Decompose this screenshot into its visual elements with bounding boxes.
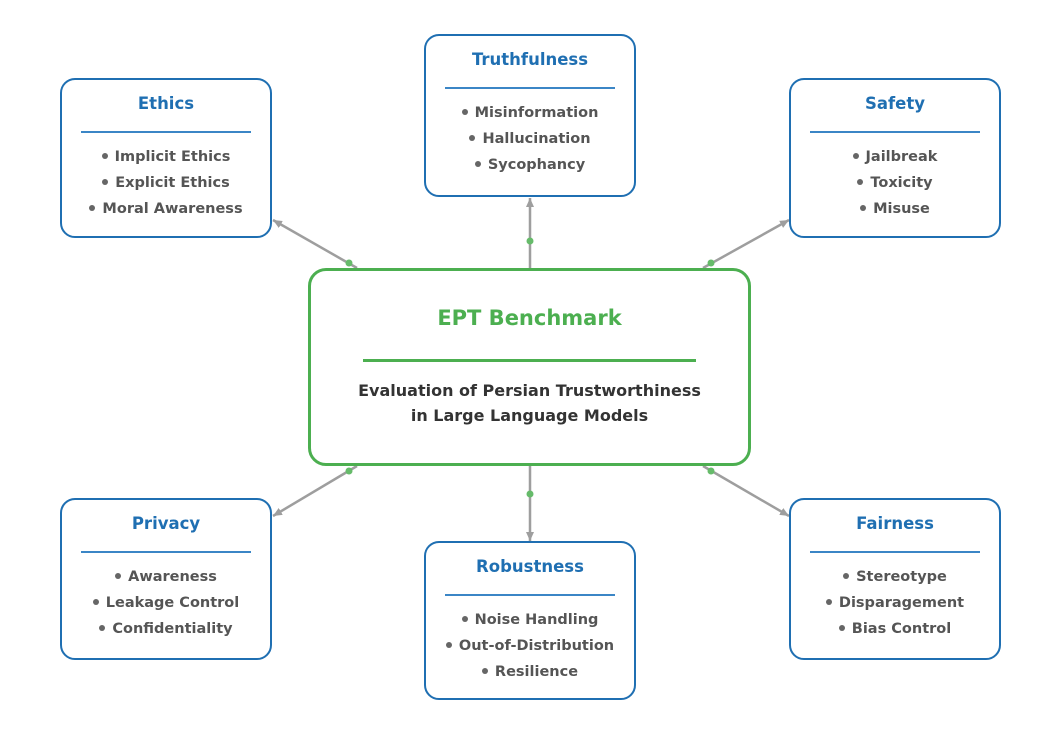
category-divider (810, 551, 980, 553)
list-item: Sycophancy (426, 152, 634, 178)
bullet-icon (843, 573, 850, 579)
connector-dot-ethics (345, 259, 353, 267)
category-title: Truthfulness (471, 50, 589, 69)
bullet-icon (92, 599, 99, 605)
bullet-icon (102, 179, 109, 185)
bullet-icon (461, 616, 468, 622)
list-item: Awareness (62, 564, 270, 590)
list-item: Noise Handling (426, 607, 634, 633)
list-item: Out-of-Distribution (426, 633, 634, 659)
category-item-list: Awareness Leakage Control Confidentialit… (62, 564, 270, 642)
category-item-list: Misinformation Hallucination Sycophancy (426, 100, 634, 178)
list-item: Misuse (791, 196, 999, 222)
list-item: Moral Awareness (62, 196, 270, 222)
bullet-icon (461, 109, 468, 115)
list-item-label: Hallucination (482, 131, 591, 147)
list-item-label: Out-of-Distribution (458, 638, 615, 654)
category-ethics: Ethics Implicit Ethics Explicit Ethics M… (60, 78, 272, 238)
bullet-icon (825, 599, 832, 605)
bullet-icon (860, 205, 867, 211)
category-divider (81, 551, 251, 553)
list-item: Bias Control (791, 616, 999, 642)
bullet-icon (481, 668, 488, 674)
connector-fairness (702, 464, 790, 518)
list-item: Stereotype (791, 564, 999, 590)
category-item-list: Stereotype Disparagement Bias Control (791, 564, 999, 642)
list-item-label: Moral Awareness (102, 201, 243, 217)
connector-ethics (272, 218, 358, 270)
category-truthfulness: Truthfulness Misinformation Hallucinatio… (424, 34, 636, 197)
connector-dot-fairness (707, 467, 715, 475)
list-item-label: Implicit Ethics (114, 149, 231, 165)
bullet-icon (445, 642, 452, 648)
list-item: Jailbreak (791, 144, 999, 170)
connector-safety (702, 218, 790, 270)
category-privacy: Privacy Awareness Leakage Control Confid… (60, 498, 272, 660)
list-item: Implicit Ethics (62, 144, 270, 170)
category-divider (81, 131, 251, 133)
list-item-label: Noise Handling (474, 612, 599, 628)
bullet-icon (469, 135, 476, 141)
category-title: Ethics (137, 94, 195, 113)
list-item: Explicit Ethics (62, 170, 270, 196)
list-item: Disparagement (791, 590, 999, 616)
category-item-list: Jailbreak Toxicity Misuse (791, 144, 999, 222)
center-node: EPT Benchmark Evaluation of Persian Trus… (308, 268, 751, 466)
bullet-icon (838, 625, 845, 631)
category-divider (810, 131, 980, 133)
bullet-icon (99, 625, 106, 631)
bullet-icon (474, 161, 481, 167)
category-robustness: Robustness Noise Handling Out-of-Distrib… (424, 541, 636, 700)
list-item-label: Jailbreak (865, 149, 938, 165)
category-title: Safety (864, 94, 926, 113)
list-item-label: Misinformation (474, 105, 599, 121)
category-divider (445, 594, 615, 596)
list-item-label: Bias Control (851, 621, 952, 637)
category-divider (445, 87, 615, 89)
connector-dot-robustness (526, 490, 534, 498)
list-item-label: Stereotype (856, 569, 947, 585)
category-item-list: Implicit Ethics Explicit Ethics Moral Aw… (62, 144, 270, 222)
bullet-icon (852, 153, 859, 159)
center-divider (363, 359, 696, 362)
list-item: Leakage Control (62, 590, 270, 616)
bullet-icon (101, 153, 108, 159)
list-item-label: Awareness (128, 569, 217, 585)
center-subtitle-line-1: Evaluation of Persian Trustworthiness (358, 381, 701, 400)
bullet-icon (857, 179, 864, 185)
connector-dot-safety (707, 259, 715, 267)
center-subtitle-line-2: in Large Language Models (410, 406, 649, 425)
list-item: Misinformation (426, 100, 634, 126)
connector-privacy (272, 464, 358, 518)
bullet-icon (89, 205, 96, 211)
list-item-label: Explicit Ethics (115, 175, 230, 191)
category-title: Privacy (131, 514, 201, 533)
list-item: Confidentiality (62, 616, 270, 642)
category-title: Robustness (476, 557, 584, 576)
center-title: EPT Benchmark (437, 306, 622, 330)
list-item-label: Sycophancy (487, 157, 586, 173)
category-fairness: Fairness Stereotype Disparagement Bias C… (789, 498, 1001, 660)
list-item-label: Confidentiality (112, 621, 233, 637)
list-item: Resilience (426, 659, 634, 685)
list-item: Hallucination (426, 126, 634, 152)
list-item-label: Toxicity (870, 175, 933, 191)
bullet-icon (115, 573, 122, 579)
connector-dot-truthfulness (526, 237, 534, 245)
list-item: Toxicity (791, 170, 999, 196)
category-safety: Safety Jailbreak Toxicity Misuse (789, 78, 1001, 238)
list-item-label: Misuse (873, 201, 930, 217)
list-item-label: Disparagement (838, 595, 965, 611)
list-item-label: Leakage Control (105, 595, 240, 611)
connector-dot-privacy (345, 467, 353, 475)
category-item-list: Noise Handling Out-of-Distribution Resil… (426, 607, 634, 685)
list-item-label: Resilience (494, 664, 579, 680)
category-title: Fairness (856, 514, 934, 533)
